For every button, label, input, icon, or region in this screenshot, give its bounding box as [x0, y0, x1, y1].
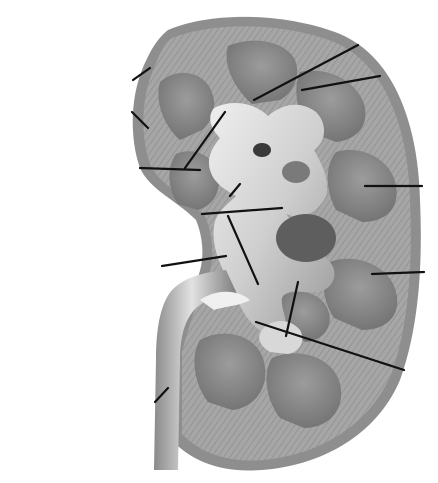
pelvis-opening: [253, 143, 271, 157]
minor-calyx-right: [276, 214, 336, 262]
minor-calyx-center: [282, 161, 310, 183]
